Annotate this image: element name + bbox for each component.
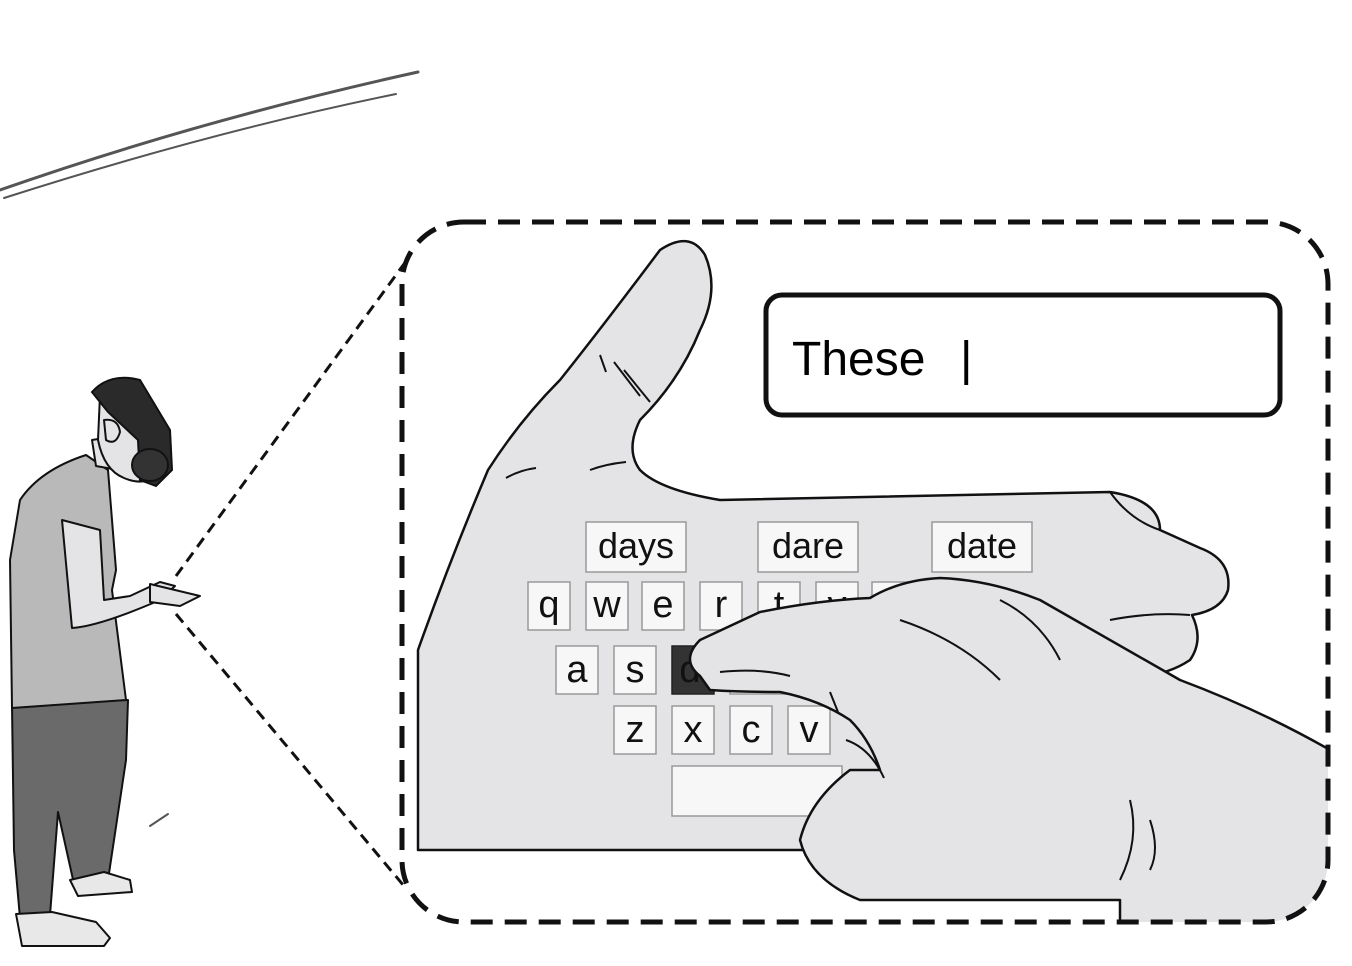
svg-text:e: e [652,584,673,626]
svg-text:w: w [592,584,621,626]
suggestion-date[interactable]: date [931,521,1033,573]
key-v[interactable]: v [787,705,831,755]
key-q[interactable]: q [527,581,571,631]
key-c[interactable]: c [729,705,773,755]
svg-text:dare: dare [772,525,844,566]
svg-text:r: r [715,584,728,626]
right-shoe [15,911,111,947]
zoom-inset: days dare date q w e r t y a s d [402,222,1328,922]
svg-text:q: q [538,584,559,626]
floor-sketch-lines [0,70,420,827]
suggestion-dare[interactable]: dare [757,521,859,573]
svg-text:t: t [774,584,785,626]
svg-text:a: a [566,649,588,691]
text-field-value: These [792,333,939,386]
text-cursor: | [960,333,972,386]
key-w[interactable]: w [585,581,629,631]
suggestion-bar: days dare date [585,521,1033,573]
key-a[interactable]: a [555,645,599,695]
left-shoe [69,871,133,897]
svg-text:days: days [598,525,674,566]
svg-text:c: c [742,709,761,751]
typing-hand [688,576,1328,922]
suggestion-days[interactable]: days [585,521,687,573]
svg-text:z: z [626,709,645,751]
headset-icon [90,376,174,488]
svg-text:s: s [626,649,645,691]
ear [103,418,121,443]
key-x[interactable]: x [671,705,715,755]
projection-lines [174,263,406,887]
key-e[interactable]: e [641,581,685,631]
key-s[interactable]: s [613,645,657,695]
svg-text:v: v [800,709,819,751]
key-r[interactable]: r [699,581,743,631]
arm [61,519,176,629]
typing-hand-lines [719,599,1156,881]
svg-text:date: date [947,525,1017,566]
zoom-inset-border [399,219,1331,925]
person-figure [9,389,201,947]
text-input-field[interactable]: These | [763,292,1283,418]
hand-device [149,583,201,607]
key-z[interactable]: z [613,705,657,755]
svg-text:x: x [684,709,703,751]
